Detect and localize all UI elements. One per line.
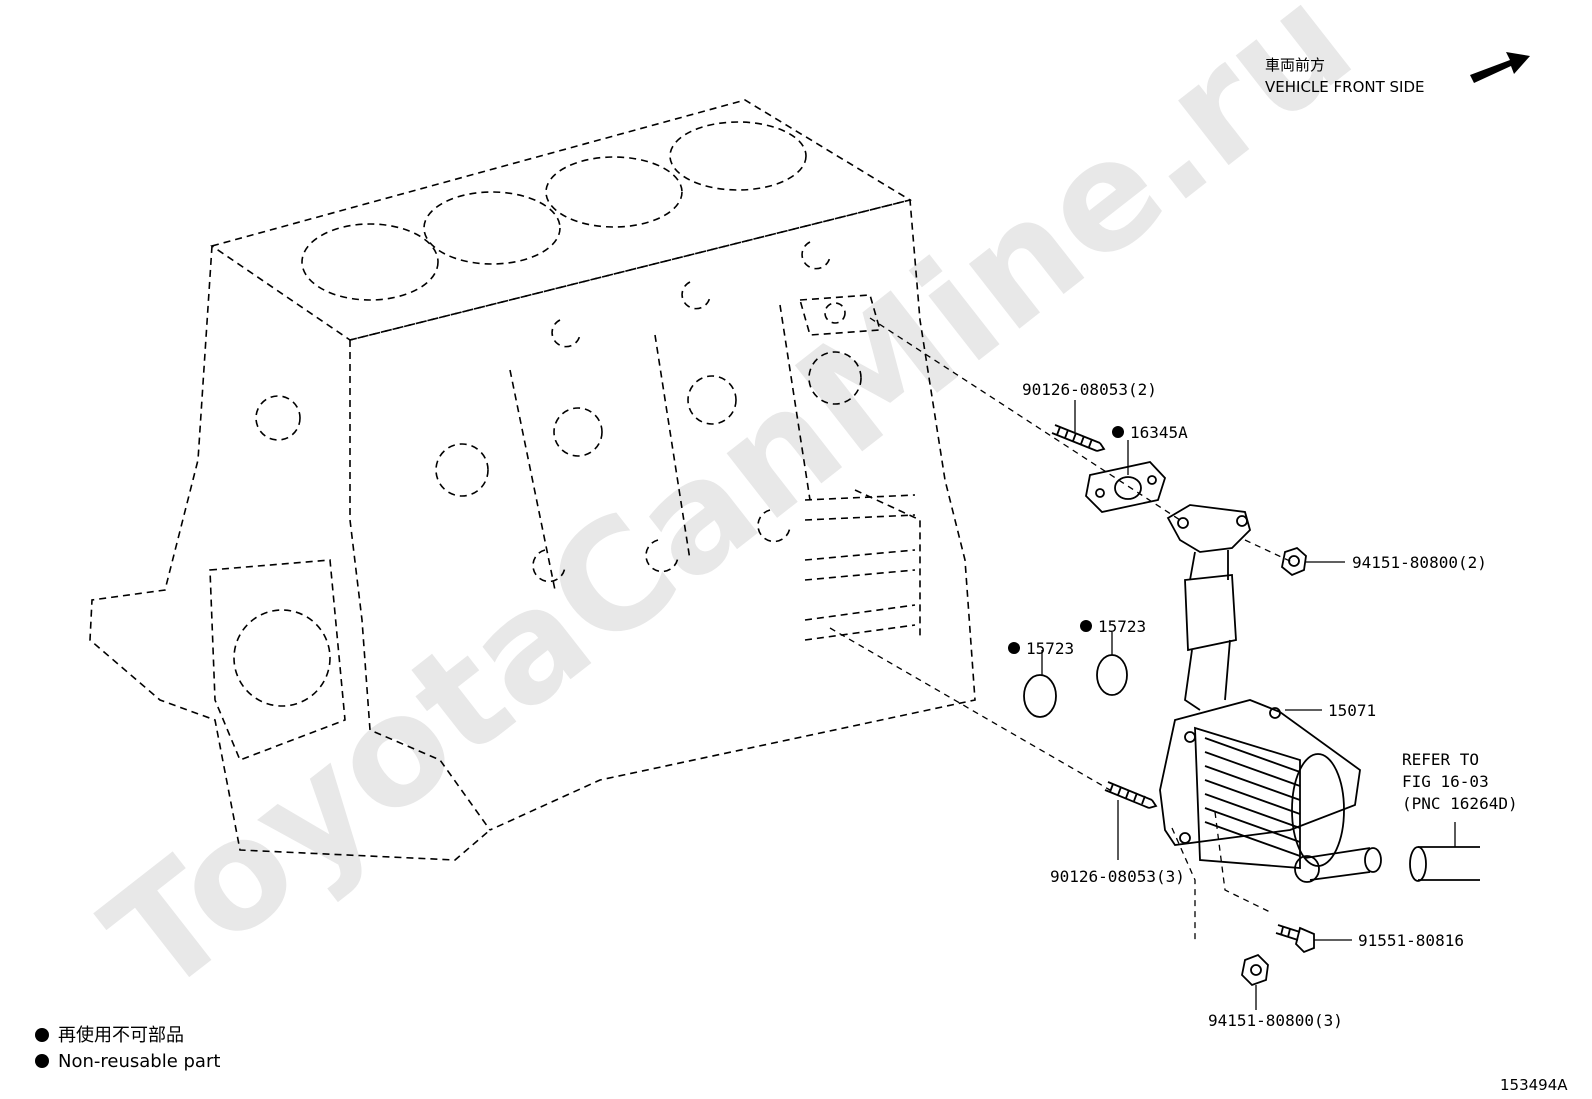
label-oring-left: 15723 [1026,639,1074,658]
label-gasket: 16345A [1130,423,1188,442]
label-nut-top: 94151-80800(2) [1352,553,1487,572]
label-stud-top: 90126-08053(2) [1022,380,1157,399]
non-reusable-dot [1112,426,1124,438]
refer-line1: REFER TO [1402,750,1479,769]
referenced-hose [1409,846,1480,882]
oil-cooler-15071[interactable] [1159,504,1382,883]
refer-line2: FIG 16-03 [1402,772,1489,791]
assembly-lines [829,317,1293,940]
gasket-16345A[interactable] [1085,461,1167,513]
legend-dot-icon [35,1054,49,1068]
label-bolt: 91551-80816 [1358,931,1464,950]
legend-dot-icon [35,1028,49,1042]
stud-bottom[interactable] [1104,781,1158,809]
legend-en: Non-reusable part [58,1051,220,1072]
nut-bottom[interactable] [1241,953,1269,987]
figure-id: 153494A [1500,1076,1568,1094]
watermark: ToyotaCanMine.ru [75,0,1383,1028]
oring-right[interactable] [1096,654,1128,696]
engine-block [89,99,976,861]
oring-left[interactable] [1023,674,1057,718]
orientation-jp: 車両前方 [1265,56,1325,74]
arrow-right-icon [1470,52,1530,83]
bolt-91551[interactable] [1275,924,1315,954]
stud-top[interactable] [1051,424,1106,452]
label-oil-cooler: 15071 [1328,701,1376,720]
label-oring-right: 15723 [1098,617,1146,636]
label-stud-bottom: 90126-08053(3) [1050,867,1185,886]
orientation-en: VEHICLE FRONT SIDE [1265,78,1425,96]
refer-line3: (PNC 16264D) [1402,794,1518,813]
legend-jp: 再使用不可部品 [58,1025,184,1046]
nut-top[interactable] [1281,546,1307,577]
label-nut-bottom: 94151-80800(3) [1208,1011,1343,1030]
non-reusable-dot [1008,642,1020,654]
non-reusable-dot [1080,620,1092,632]
